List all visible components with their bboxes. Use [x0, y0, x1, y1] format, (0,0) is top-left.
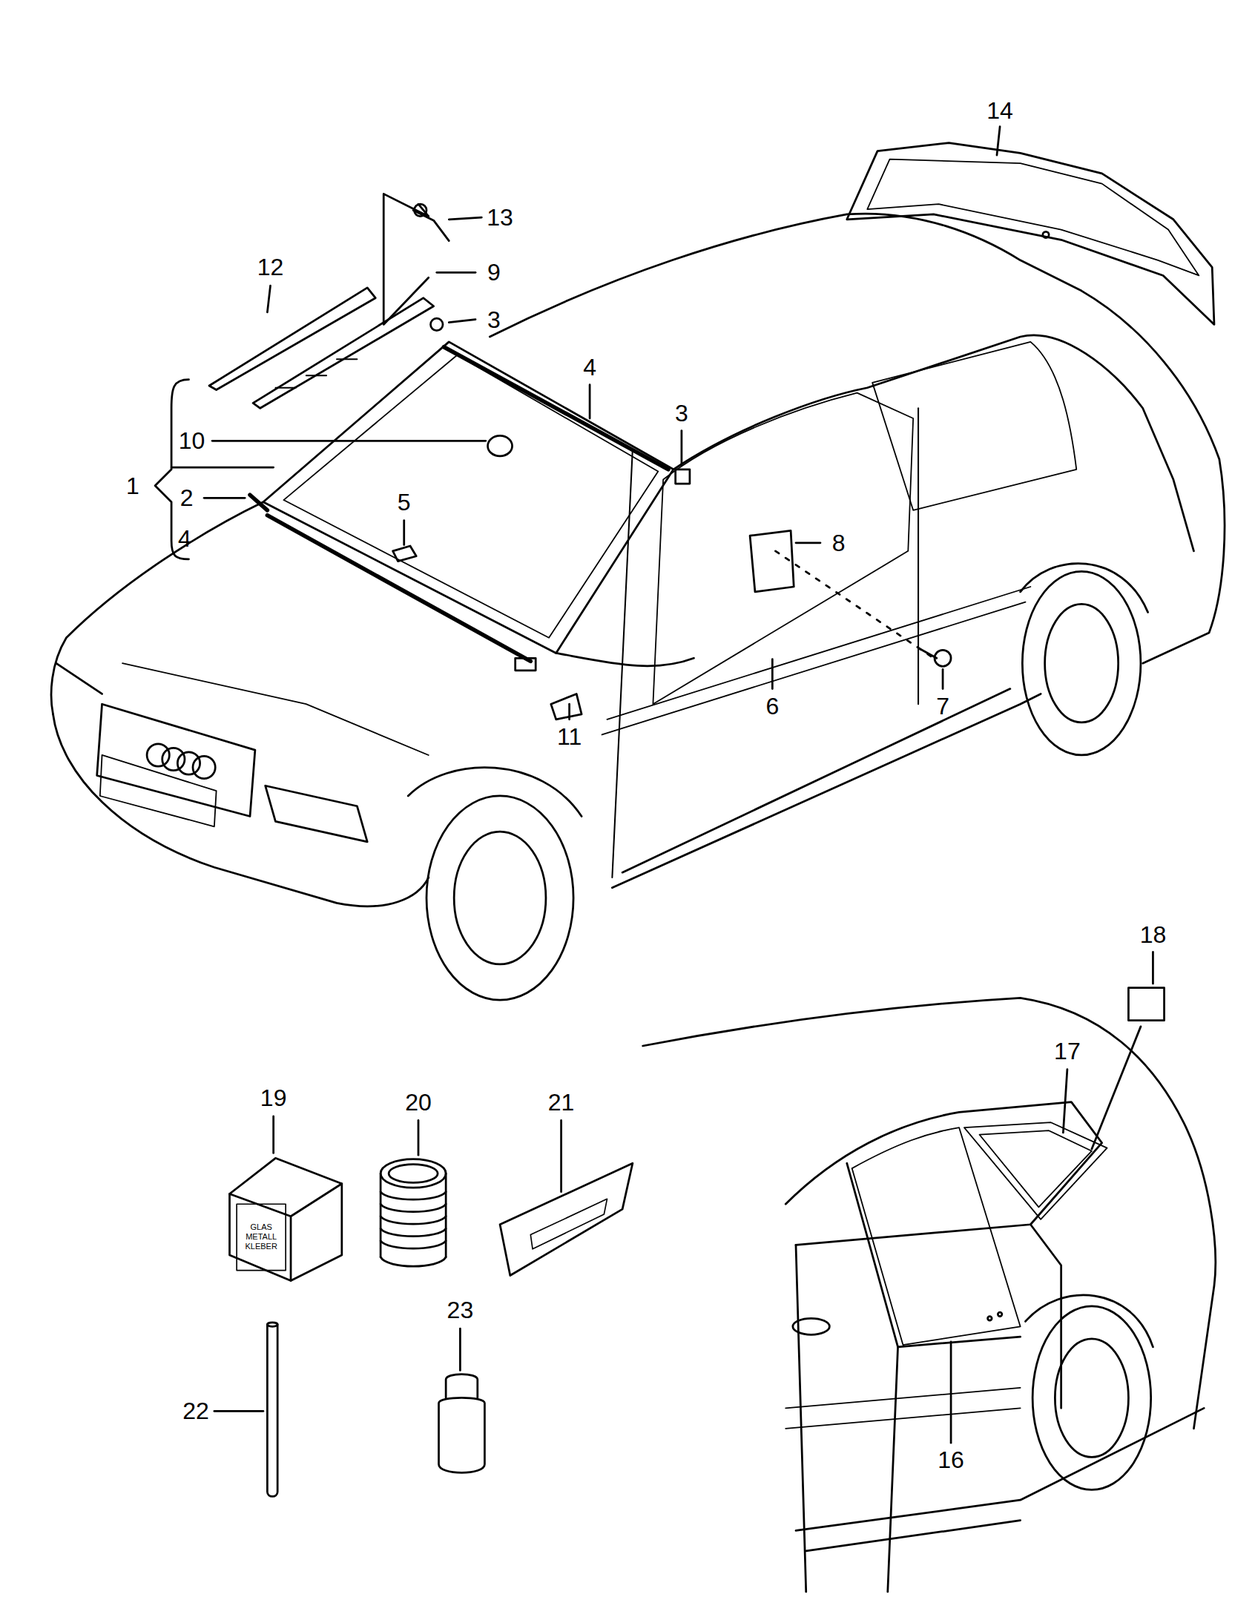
callout-number: 3: [487, 307, 501, 332]
callout-number: 4: [178, 526, 192, 551]
callout-number: 4: [582, 355, 597, 380]
package-text: GLAS METALL KLEBER: [238, 1222, 285, 1251]
callout-number: 19: [260, 1085, 288, 1110]
callout-number: 2: [180, 485, 194, 510]
callout-number: 12: [257, 255, 285, 279]
callout-number: 8: [832, 531, 846, 555]
callout-number: 10: [178, 428, 206, 453]
callout-number: 9: [487, 260, 501, 285]
callout-number: 20: [404, 1090, 432, 1115]
callout-number: 21: [548, 1090, 575, 1115]
callout-number: 23: [447, 1298, 474, 1322]
callout-number: 17: [1053, 1039, 1081, 1063]
callout-number: 5: [397, 490, 411, 515]
callout-number: 14: [986, 98, 1014, 123]
callout-number: 3: [674, 401, 689, 426]
callout-number: 22: [182, 1398, 210, 1423]
callout-number: 11: [557, 724, 582, 749]
callout-number: 1: [126, 473, 140, 498]
callout-number: 16: [937, 1447, 965, 1472]
callout-number: 13: [486, 205, 514, 230]
callout-number: 18: [1140, 922, 1167, 947]
callout-number: 6: [765, 694, 779, 718]
callout-number: 7: [936, 694, 950, 718]
